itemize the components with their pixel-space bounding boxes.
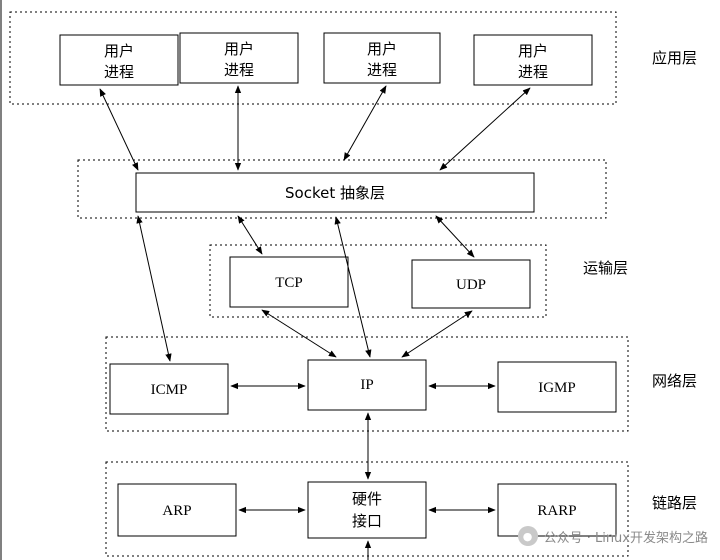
user-process-1-line2: 进程 bbox=[104, 63, 134, 81]
arp-label: ARP bbox=[162, 503, 191, 519]
udp-label: UDP bbox=[456, 277, 486, 293]
igmp-box: IGMP bbox=[497, 361, 617, 413]
watermark: ● 公众号 · Linux开发架构之路 bbox=[517, 526, 708, 546]
hardware-interface-line1: 硬件 bbox=[352, 490, 382, 508]
ip-box: IP bbox=[307, 359, 427, 411]
arrow-udp-ip bbox=[401, 310, 473, 358]
tcp-label: TCP bbox=[275, 275, 303, 291]
user-process-3: 用户 进程 bbox=[323, 32, 441, 84]
arrow-socket-icmp bbox=[136, 215, 172, 362]
socket-label: Socket 抽象层 bbox=[285, 184, 385, 202]
ip-label: IP bbox=[360, 377, 373, 393]
layer-label-application: 应用层 bbox=[652, 49, 697, 67]
arrow-up1-socket bbox=[99, 88, 139, 171]
arp-box: ARP bbox=[117, 483, 237, 537]
user-process-1: 用户 进程 bbox=[59, 34, 179, 86]
icmp-box: ICMP bbox=[109, 363, 229, 415]
arrow-up3-socket bbox=[343, 85, 387, 161]
user-process-3-line1: 用户 bbox=[367, 40, 397, 58]
hardware-interface-box: 硬件 接口 bbox=[307, 481, 427, 539]
user-process-2-line1: 用户 bbox=[224, 40, 254, 58]
application-layer-frame bbox=[9, 11, 617, 105]
tcp-box: TCP bbox=[229, 256, 349, 308]
layer-label-transport: 运输层 bbox=[583, 259, 628, 277]
arrow-socket-udp bbox=[435, 215, 475, 258]
user-process-4-line2: 进程 bbox=[518, 63, 548, 81]
user-process-2: 用户 进程 bbox=[179, 32, 299, 84]
layer-label-network: 网络层 bbox=[652, 372, 697, 390]
user-process-4-line1: 用户 bbox=[518, 42, 548, 60]
arrow-socket-tcp bbox=[237, 215, 263, 255]
user-process-4: 用户 进程 bbox=[473, 34, 593, 86]
arrow-up4-socket bbox=[439, 87, 531, 171]
wechat-icon: ● bbox=[517, 526, 538, 546]
transport-layer-frame bbox=[209, 244, 547, 318]
rarp-label: RARP bbox=[537, 503, 576, 519]
user-process-3-line2: 进程 bbox=[367, 61, 397, 79]
icmp-label: ICMP bbox=[151, 382, 188, 398]
arrow-socket-ip bbox=[334, 216, 372, 358]
igmp-label: IGMP bbox=[538, 380, 576, 396]
udp-box: UDP bbox=[411, 259, 531, 309]
layer-label-link: 链路层 bbox=[652, 494, 697, 512]
user-process-1-line1: 用户 bbox=[104, 42, 134, 60]
socket-box: Socket 抽象层 bbox=[135, 172, 535, 213]
hardware-interface-line2: 接口 bbox=[352, 512, 382, 530]
rarp-box: RARP bbox=[497, 483, 617, 537]
user-process-2-line2: 进程 bbox=[224, 61, 254, 79]
watermark-text: 公众号 · Linux开发架构之路 bbox=[543, 530, 708, 546]
arrow-tcp-ip bbox=[261, 309, 337, 358]
